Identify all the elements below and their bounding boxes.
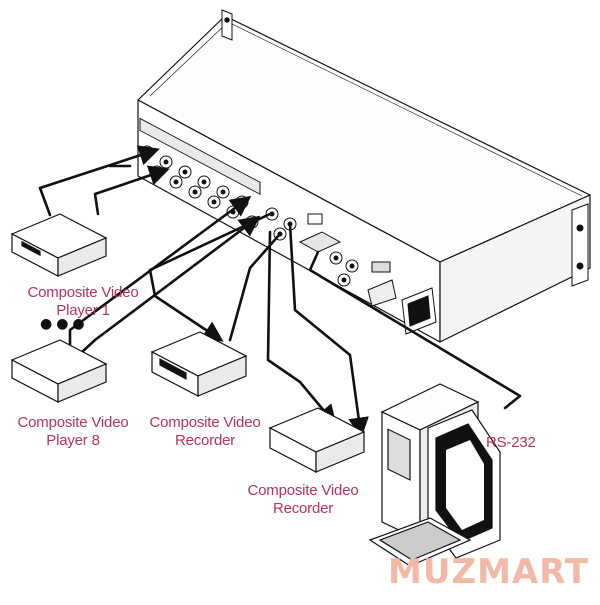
rear-panel-details [298, 213, 437, 335]
rack-ear-left [221, 9, 233, 41]
watermark: MUZMART [388, 552, 590, 592]
rack-ear-right [571, 203, 589, 287]
label-recorder-a: Composite Video Recorder [149, 414, 261, 449]
device-player-1 [10, 213, 108, 277]
device-player-8 [10, 339, 108, 403]
label-player-8: Composite Video Player 8 [17, 414, 129, 449]
cables [38, 145, 522, 439]
label-player-1: Composite Video Player 1 [27, 284, 139, 319]
label-recorder-b: Composite Video Recorder [247, 482, 359, 517]
label-rs232: RS-232 [486, 434, 536, 451]
device-recorder-a [150, 331, 248, 397]
computer [368, 383, 501, 567]
device-recorder-b [268, 407, 366, 473]
ellipsis-dots: ●●● [40, 316, 89, 332]
